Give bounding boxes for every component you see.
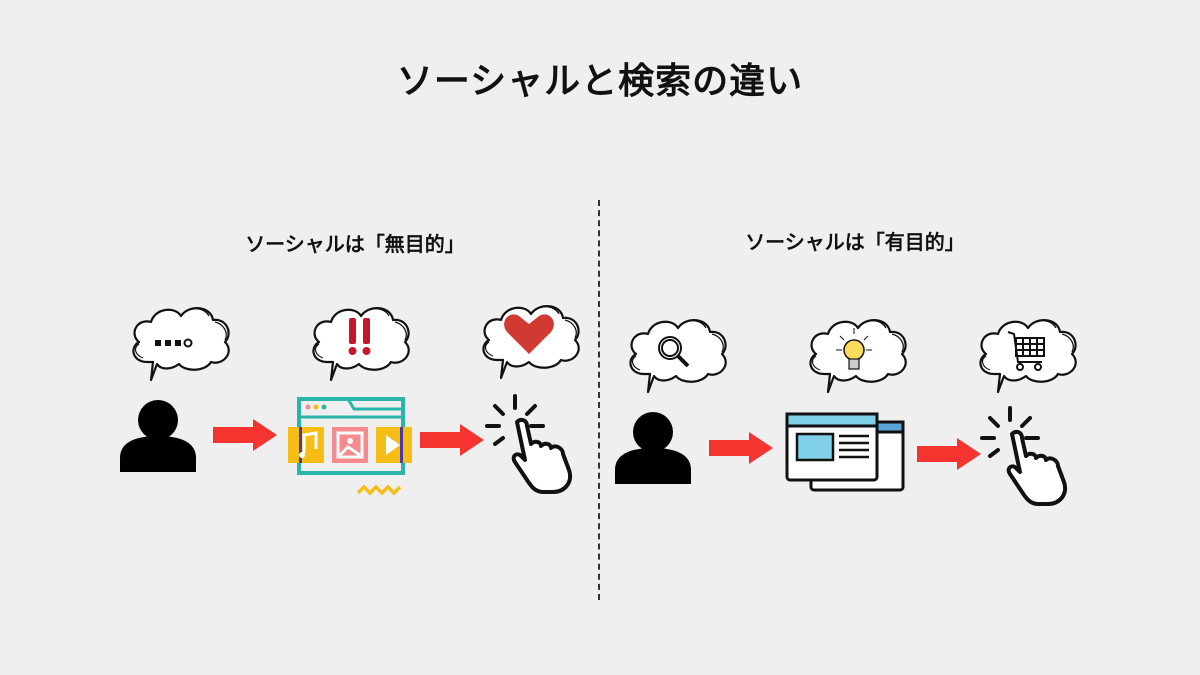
page-title: ソーシャルと検索の違い: [396, 61, 804, 102]
arrow-icon: [213, 419, 277, 451]
thought-cloud-cart: [979, 319, 1077, 394]
dashed-divider: [598, 200, 600, 600]
thought-cloud-search: [629, 319, 727, 394]
left-heading: ソーシャルは「無目的」: [245, 232, 465, 256]
thought-cloud-heart: [482, 305, 580, 380]
click-hand-icon: [485, 394, 573, 494]
lightbulb-icon: [836, 328, 872, 370]
person-icon: [120, 400, 196, 472]
cart-icon: [1007, 331, 1045, 371]
person-icon: [615, 412, 691, 484]
click-hand-icon: [980, 406, 1068, 506]
exclamation-icon: [348, 318, 371, 355]
web-page-icon: [785, 412, 905, 492]
right-heading: ソーシャルは「有目的」: [745, 230, 965, 254]
arrow-icon: [709, 432, 773, 464]
media-browser-icon: [288, 397, 412, 496]
arrow-icon: [420, 424, 484, 456]
search-icon: [658, 336, 690, 368]
heart-icon: [504, 314, 554, 354]
thought-cloud-lightbulb: [809, 319, 907, 394]
ellipsis-icon: [155, 338, 193, 348]
thought-cloud-ellipsis: [132, 307, 230, 382]
arrow-icon: [917, 438, 981, 470]
thought-cloud-exclamation: [312, 307, 410, 382]
